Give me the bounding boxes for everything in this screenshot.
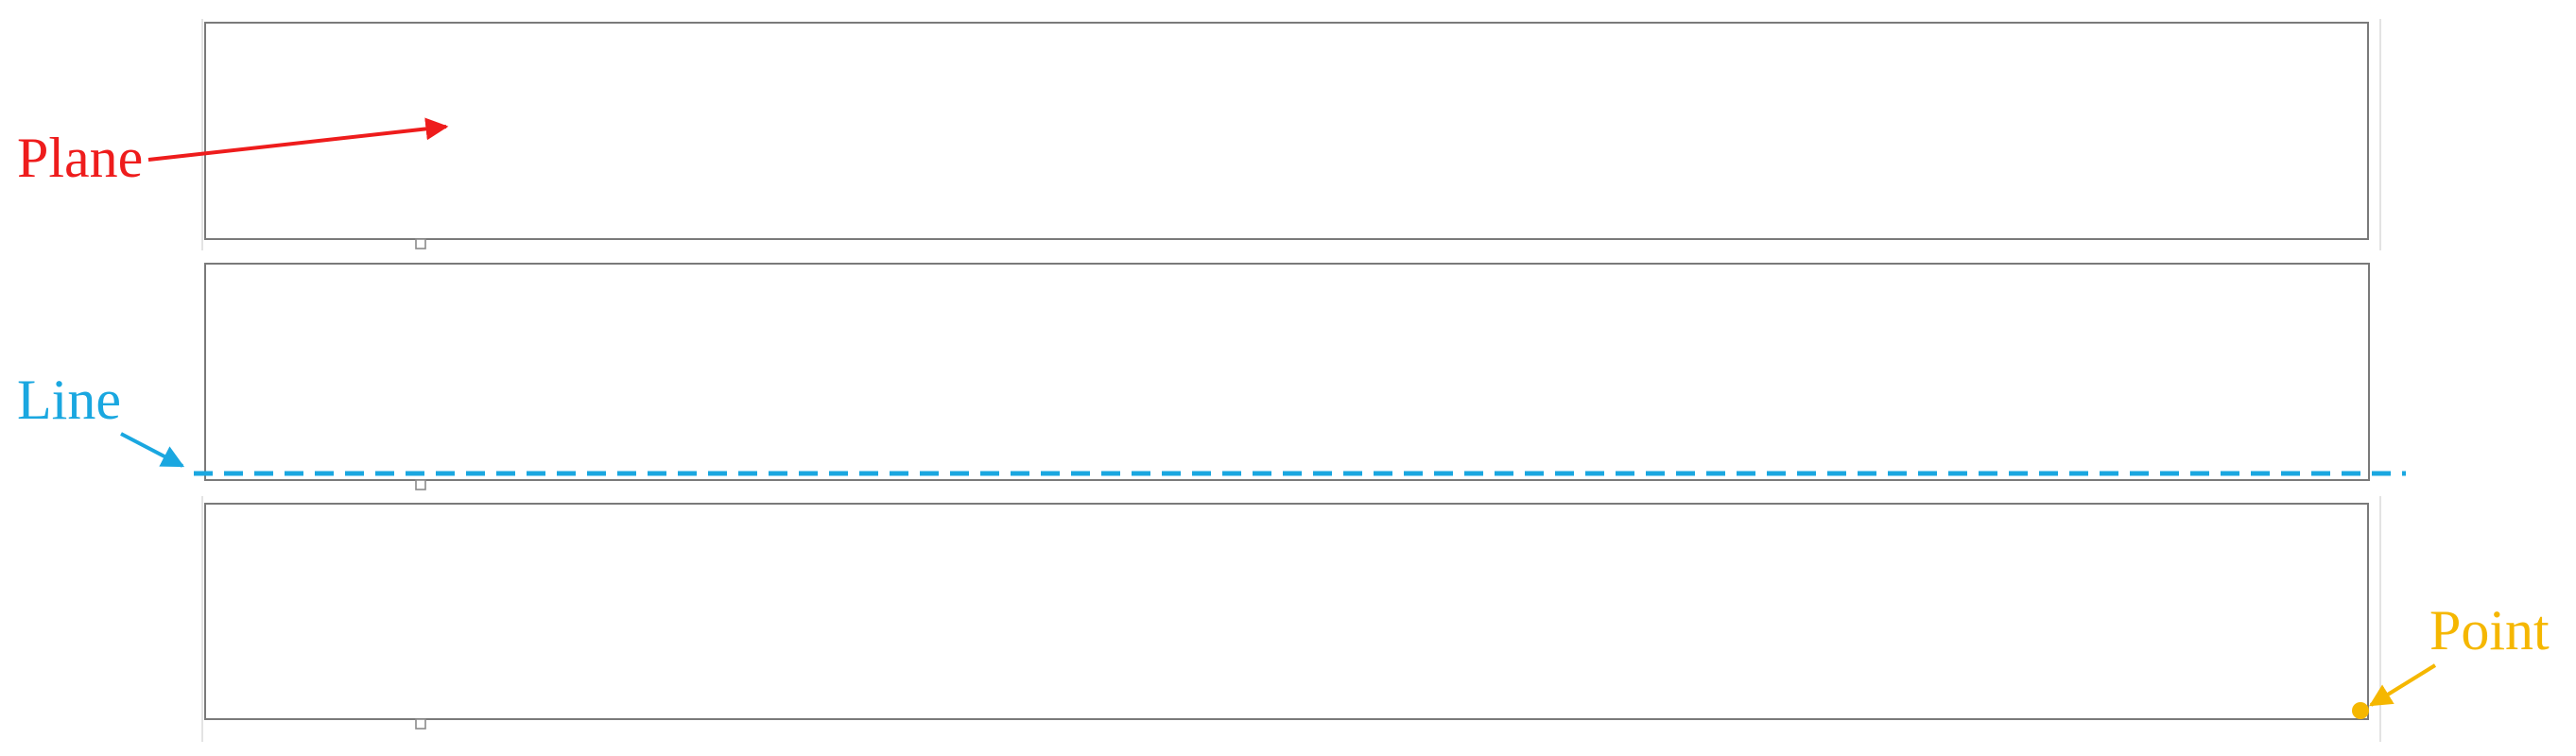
point-label: Point [2429, 599, 2550, 662]
panel-middle-handle[interactable] [415, 479, 426, 490]
panel-middle [204, 263, 2370, 490]
line-arrow [120, 432, 185, 468]
panel-middle-frame [204, 263, 2370, 481]
panel-bottom-frame [204, 503, 2369, 720]
point-arrow [2368, 663, 2437, 707]
panel-top [201, 19, 2381, 250]
panel-top-handle[interactable] [415, 238, 426, 249]
panel-bottom-handle[interactable] [415, 718, 426, 730]
panel-top-frame [204, 22, 2369, 240]
point-annotation: Point [2352, 599, 2550, 719]
panel-bottom [201, 496, 2381, 742]
line-label: Line [17, 369, 121, 431]
line-annotation: Line [17, 369, 2406, 476]
point-marker [2352, 702, 2369, 719]
plane-annotation: Plane [17, 117, 449, 189]
plane-label: Plane [17, 127, 143, 189]
plane-arrow [147, 117, 449, 162]
